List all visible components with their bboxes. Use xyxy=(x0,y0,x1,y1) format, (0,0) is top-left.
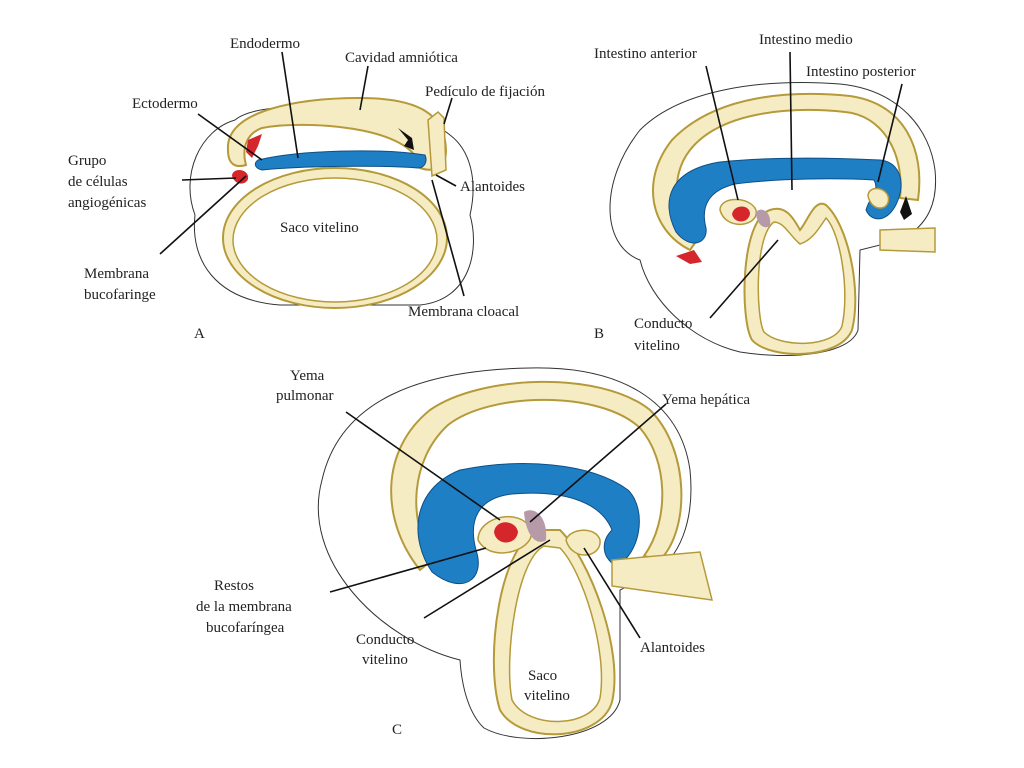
label-yema-pulmonar-1: Yema xyxy=(290,368,325,384)
label-alantoides-c: Alantoides xyxy=(640,640,705,656)
yolk-sac-lumen-b xyxy=(757,216,846,345)
black-arrow-b xyxy=(900,196,912,220)
liver-bud-b xyxy=(756,209,771,228)
angiogenic-cells-c xyxy=(494,522,518,543)
amniotic-cavity-wall xyxy=(226,96,448,171)
label-restos-1: Restos xyxy=(214,578,254,594)
label-grupo-1: Grupo xyxy=(68,153,106,169)
label-membrana-buco-1: Membrana xyxy=(84,266,149,282)
label-grupo-3: angiogénicas xyxy=(68,195,146,211)
yolk-sac-lumen-a xyxy=(232,177,438,303)
gut-tube-b xyxy=(668,157,902,244)
label-saco-vitelino-a: Saco vitelino xyxy=(280,220,359,236)
label-intestino-medio: Intestino medio xyxy=(759,32,853,48)
label-conducto-c-1: Conducto xyxy=(356,632,414,648)
label-intestino-anterior: Intestino anterior xyxy=(594,46,697,62)
label-cavidad-amniotica: Cavidad amniótica xyxy=(345,50,458,66)
label-yema-hepatica: Yema hepática xyxy=(662,392,750,408)
label-membrana-buco-2: bucofaringe xyxy=(84,287,156,303)
panel-c-outer-outline xyxy=(317,367,692,740)
connecting-stalk-a xyxy=(427,110,447,178)
label-conducto-c-2: vitelino xyxy=(362,652,408,668)
hindgut-loop-b xyxy=(867,187,890,209)
connecting-stalk-c xyxy=(611,551,713,601)
label-pediculo: Pedículo de fijación xyxy=(425,84,545,100)
label-restos-2: de la membrana xyxy=(196,599,292,615)
panel-a-letter: A xyxy=(194,326,205,342)
label-conducto-b-2: vitelino xyxy=(634,338,680,354)
label-saco-c-2: vitelino xyxy=(524,688,570,704)
connecting-stalk-b xyxy=(879,227,936,253)
liver-bud-c xyxy=(524,510,547,542)
angiogenic-cells-b xyxy=(732,206,750,222)
label-conducto-b-1: Conducto xyxy=(634,316,692,332)
hindgut-loop-c xyxy=(565,529,601,556)
label-ectodermo: Ectodermo xyxy=(132,96,198,112)
black-arrow-a xyxy=(398,128,414,150)
red-arrow-b xyxy=(676,250,702,264)
panel-b: Intestino anterior Intestino medio Intes… xyxy=(594,32,937,356)
label-endodermo: Endodermo xyxy=(230,36,300,52)
label-intestino-posterior: Intestino posterior xyxy=(806,64,916,80)
label-saco-c-1: Saco xyxy=(528,668,557,684)
angiogenic-cells-a xyxy=(232,170,249,184)
label-yema-pulmonar-2: pulmonar xyxy=(276,388,334,404)
label-grupo-2: de células xyxy=(68,174,128,190)
label-alantoides-a: Alantoides xyxy=(460,179,525,195)
panel-a: Endodermo Cavidad amniótica Ectodermo Pe… xyxy=(68,36,545,342)
label-membrana-cloacal: Membrana cloacal xyxy=(408,304,519,320)
yolk-sac-lumen-c xyxy=(508,545,603,723)
panel-b-outer-outline xyxy=(609,82,937,356)
panel-c: Yema pulmonar Yema hepática Restos de la… xyxy=(196,367,750,740)
label-restos-3: bucofaríngea xyxy=(206,620,285,636)
gut-tube-c xyxy=(417,463,640,585)
panel-b-letter: B xyxy=(594,326,604,342)
panel-c-letter: C xyxy=(392,722,402,738)
